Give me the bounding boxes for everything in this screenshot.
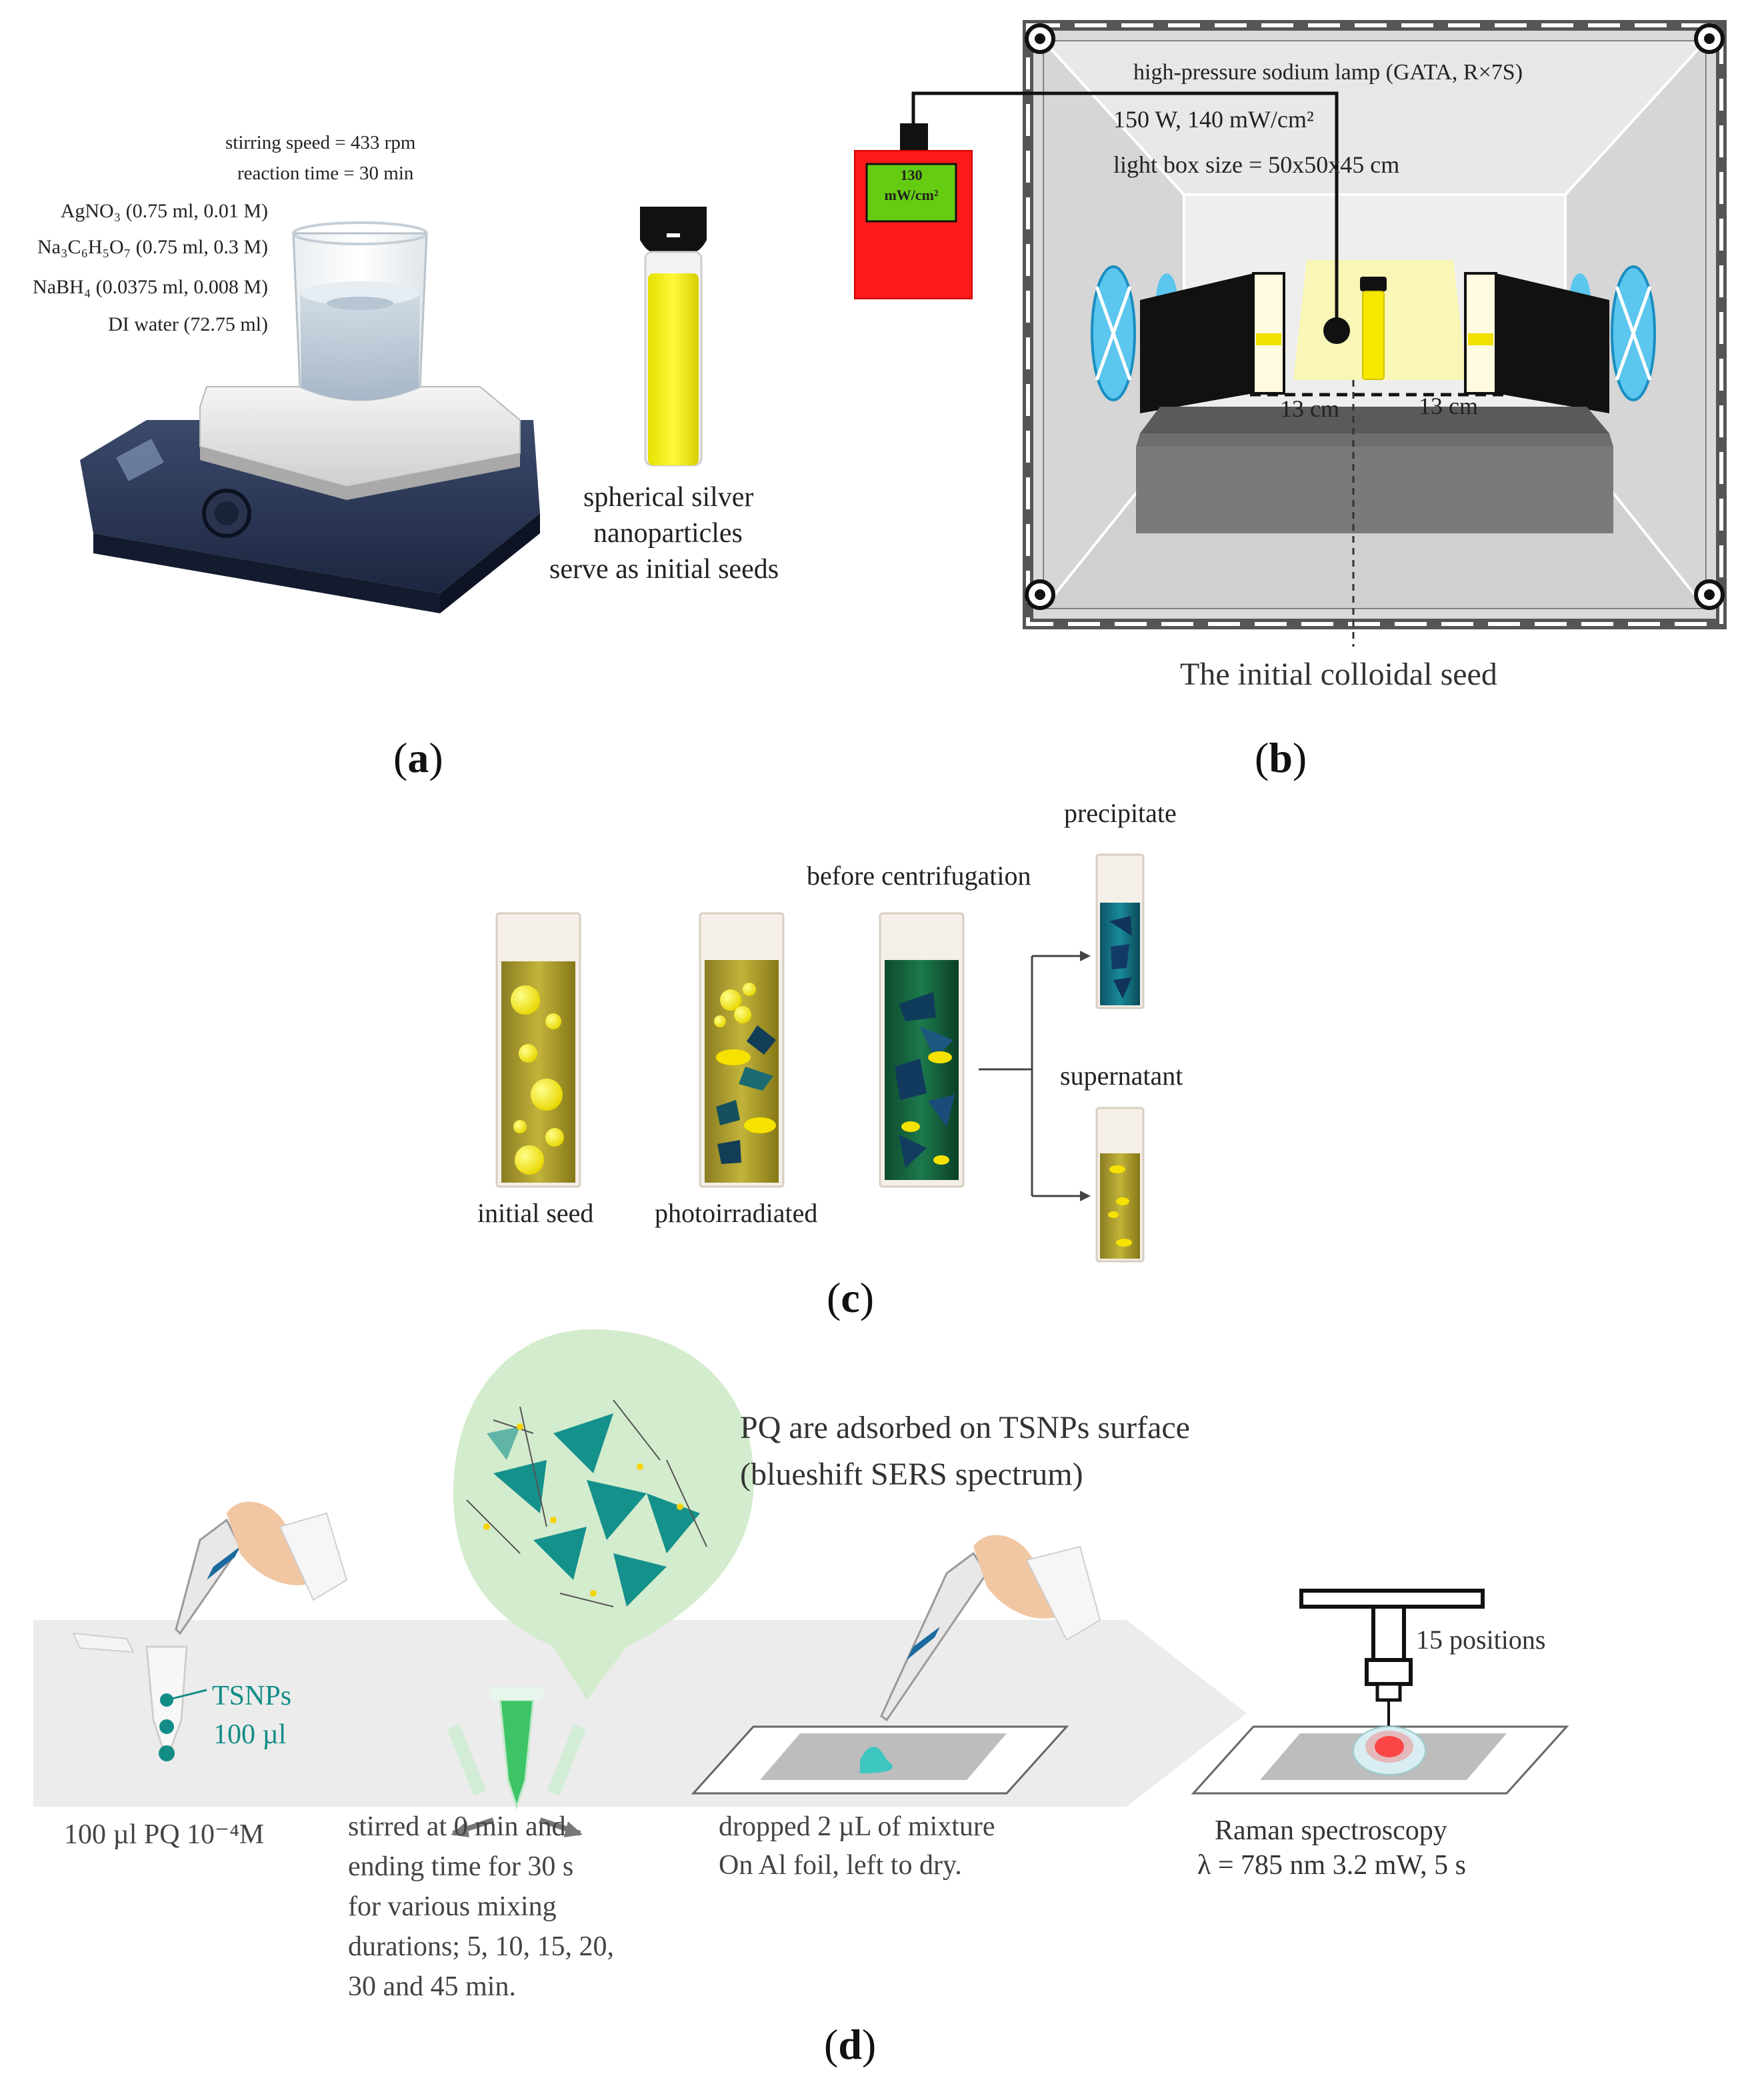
light-box-size: light box size = 50x50x45 cm: [1113, 151, 1400, 178]
cuvette-supernatant: [1095, 1107, 1145, 1263]
stirred-line-5: 30 and 45 min.: [348, 1971, 516, 2002]
vial-caption-line-2: nanoparticles: [593, 518, 743, 549]
lamp-power: 150 W, 140 mW/cm²: [1113, 106, 1314, 133]
seed-caption: The initial colloidal seed: [1180, 657, 1497, 692]
sers-workflow-diagram: [33, 1329, 1569, 1837]
cuvette-precipitate: [1095, 853, 1145, 1009]
panel-label-a: (a): [393, 734, 443, 781]
meter-unit: mW/cm²: [884, 187, 939, 203]
tsnps-label: TSNPs: [212, 1681, 292, 1711]
vial-caption-line-1: spherical silver: [583, 482, 754, 513]
distance-right-label: 13 cm: [1419, 393, 1478, 419]
panel-label-c: (c): [827, 1274, 875, 1321]
stirred-line-4: durations; 5, 10, 15, 20,: [348, 1931, 614, 1962]
label-precipitate: precipitate: [1064, 798, 1177, 828]
cuvette-sequence-diagram: [495, 853, 1145, 1263]
positions-label: 15 positions: [1416, 1625, 1546, 1655]
vial-caption-line-3: serve as initial seeds: [549, 554, 779, 585]
label-supernatant: supernatant: [1060, 1061, 1183, 1091]
panel-label-b: (b): [1255, 734, 1307, 781]
stirring-speed: stirring speed = 433 rpm: [225, 132, 416, 153]
eppendorf-tube-icon: [72, 1632, 207, 1763]
reagent-citrate: Na₃C₆H₅O₇ (0.75 ml, 0.3 M): [37, 236, 268, 258]
raman-objective-icon: [1299, 1589, 1485, 1733]
pq-label: 100 µl PQ 10⁻⁴M: [64, 1819, 265, 1850]
cuvette-initial-seed: [495, 912, 581, 1188]
raman-line-2: λ = 785 nm 3.2 mW, 5 s: [1197, 1850, 1467, 1881]
raman-line-1: Raman spectroscopy: [1215, 1815, 1447, 1846]
label-photoirradiated: photoirradiated: [655, 1198, 818, 1228]
seed-vial-icon: [640, 207, 707, 467]
cuvette-photoirradiated: [699, 912, 785, 1188]
pipette-hand-icon-2: [880, 1535, 1101, 1722]
label-initial-seed: initial seed: [477, 1198, 594, 1228]
mixing-tube-icon: [447, 1687, 587, 1837]
reagent-nabh4: NaBH₄ (0.0375 ml, 0.008 M): [33, 276, 268, 298]
bubble-text-line-2: (blueshift SERS spectrum): [740, 1457, 1083, 1492]
label-before-centrifugation: before centrifugation: [807, 861, 1031, 891]
tsnps-volume: 100 µl: [213, 1719, 287, 1750]
raman-slide-icon: [1191, 1725, 1569, 1795]
stirred-line-1: stirred at 0 min and: [348, 1811, 566, 1842]
bubble-text-line-1: PQ are adsorbed on TSNPs surface: [740, 1410, 1190, 1445]
reaction-time: reaction time = 30 min: [237, 163, 414, 184]
cuvette-before-centrifugation: [879, 912, 965, 1188]
light-box-diagram: [854, 20, 1727, 647]
hotplate-stirrer-icon: [80, 221, 540, 613]
lamp-label: high-pressure sodium lamp (GATA, R×7S): [1133, 60, 1523, 85]
reagent-agno3: AgNO₃ (0.75 ml, 0.01 M): [60, 200, 268, 222]
meter-value: 130: [900, 167, 923, 183]
distance-left-label: 13 cm: [1280, 395, 1339, 422]
dropped-line-2: On Al foil, left to dry.: [719, 1850, 962, 1881]
al-foil-slide-icon: [691, 1725, 1069, 1795]
reagent-water: DI water (72.75 ml): [108, 313, 268, 335]
dropped-line-1: dropped 2 µL of mixture: [719, 1811, 995, 1842]
panel-label-d: (d): [824, 2021, 877, 2068]
stirred-line-3: for various mixing: [348, 1891, 557, 1922]
pipette-hand-icon-1: [175, 1501, 348, 1635]
tsnp-triangles-icon: [466, 1399, 707, 1607]
stirred-line-2: ending time for 30 s: [348, 1851, 574, 1882]
